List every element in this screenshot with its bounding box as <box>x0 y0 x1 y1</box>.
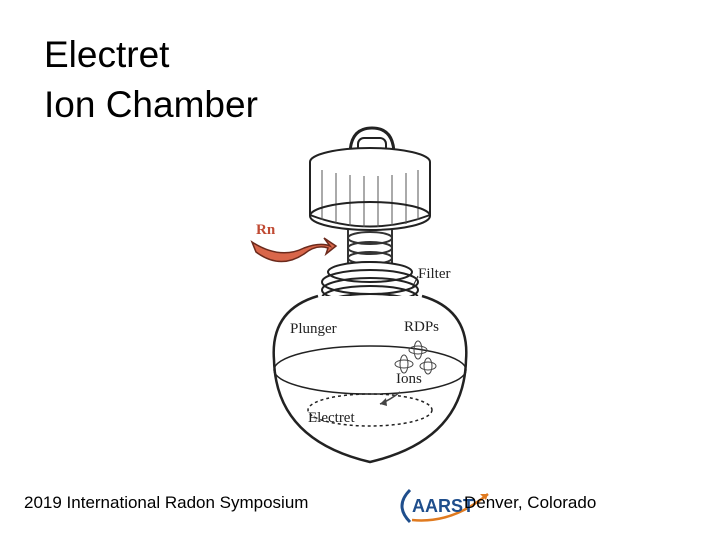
cap-body <box>309 162 431 228</box>
label-rn: Rn <box>256 222 276 238</box>
label-electret: Electret <box>308 410 355 426</box>
footer-location: Denver, Colorado <box>464 493 597 512</box>
ion-chamber-diagram: Rn Filter Plunger RDPs Ions Electret <box>240 120 500 480</box>
title-line-1: Electret <box>44 34 170 75</box>
filter-disc <box>327 261 413 283</box>
title-line-2: Ion Chamber <box>44 84 258 125</box>
label-plunger: Plunger <box>290 321 337 337</box>
slide-title: Electret Ion Chamber <box>44 30 258 130</box>
rdp-atoms <box>394 340 437 375</box>
footer-event: 2019 International Radon Symposium <box>24 493 309 512</box>
rn-arrow <box>250 237 338 263</box>
filter-pointer <box>411 275 419 289</box>
electret-disc <box>307 393 433 427</box>
label-filter: Filter <box>418 266 451 282</box>
aarst-logo: AARST <box>392 484 492 528</box>
cap-handle <box>348 126 396 156</box>
label-rdps: RDPs <box>404 319 439 335</box>
logo-text: AARST <box>412 496 474 516</box>
label-ions: Ions <box>396 371 422 387</box>
